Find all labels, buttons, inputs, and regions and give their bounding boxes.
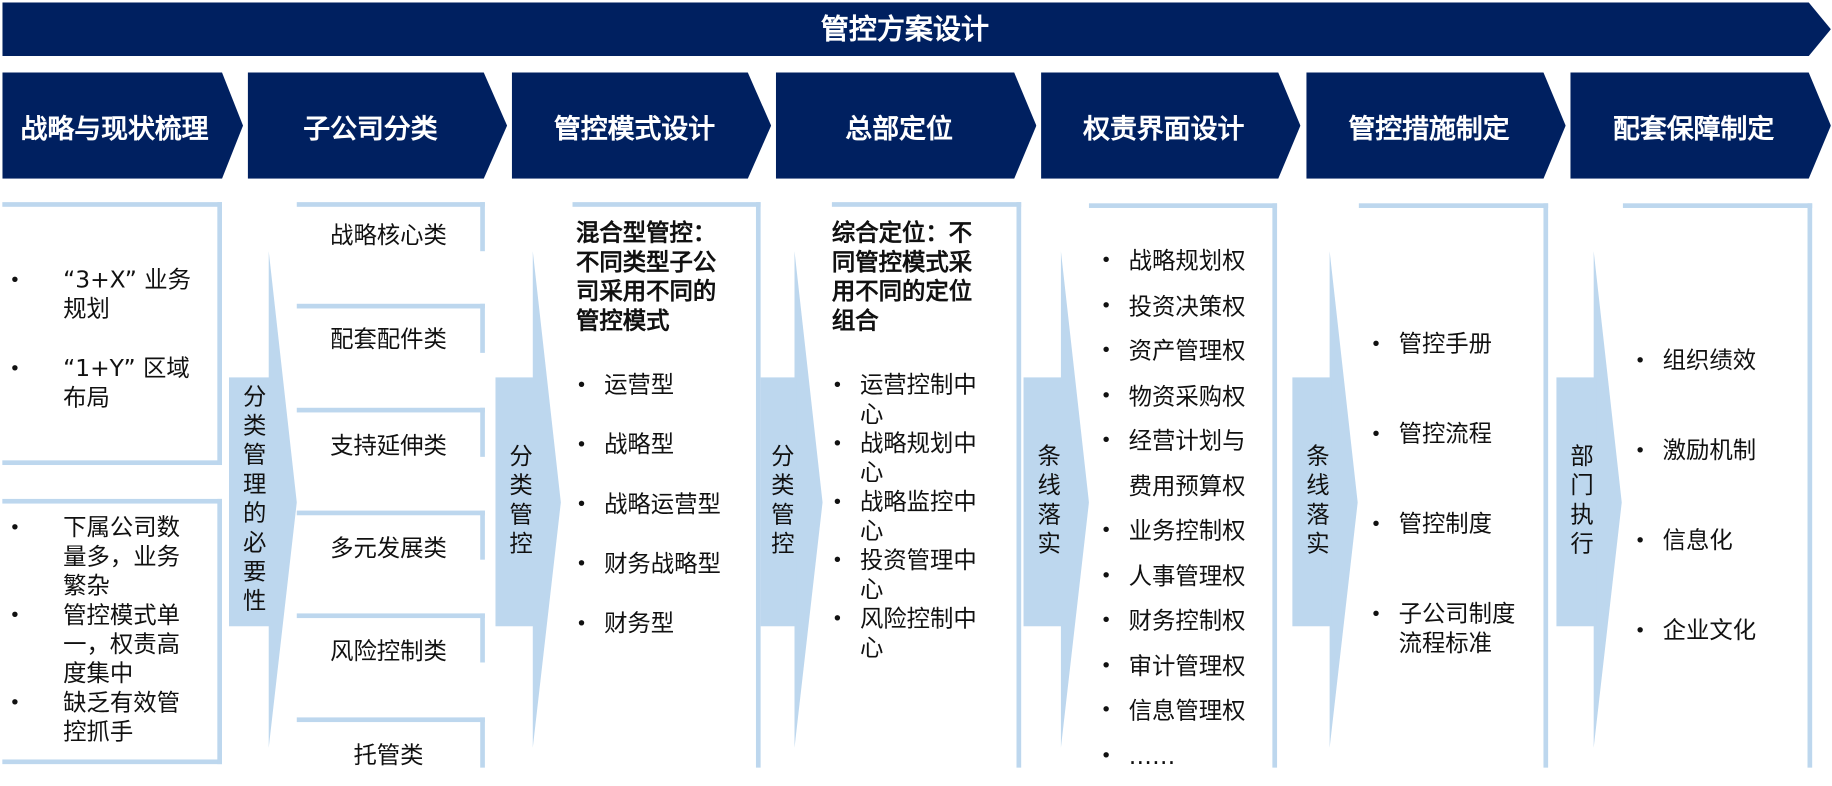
list-item: 投资管理中心 [832,546,986,604]
connector-label: 条线落实 [1037,441,1061,558]
connector-label: 分类管控 [771,441,795,558]
step-label: 管控模式设计 [553,113,716,145]
list-item: 业务控制权 [1101,508,1265,553]
supporting-guarantees-list: 组织绩效 激励机制 信息化 企业文化 [1635,346,1799,645]
list-item: 信息化 [1635,526,1799,555]
step-label: 战略与现状梳理 [20,113,209,145]
list-item: 战略型 [576,430,751,459]
list-item: 管控制度 [1371,509,1535,538]
step-label: 配套保障制定 [1612,113,1775,145]
list-item: 运营型 [576,370,751,399]
supporting-guarantees-box: 组织绩效 激励机制 信息化 企业文化 [1622,203,1813,768]
list-item: …… [1101,733,1265,778]
connector-arrow [757,251,823,748]
authority-list: 战略规划权 投资决策权 资产管理权 物资采购权 经营计划与费用预算权 业务控制权… [1101,238,1265,778]
connector-label: 条线落实 [1306,441,1330,558]
list-item: 战略监控中心 [832,487,986,545]
step-label: 权责界面设计 [1083,113,1245,145]
list-item: 运营控制中心 [832,370,986,428]
strategy-box: “3+X” 业务规划 “1+Y” 区域布局 [2,202,222,466]
category-label: 支持延伸类 [330,431,447,460]
list-item: 物资采购权 [1101,373,1265,418]
category-label: 风险控制类 [330,636,447,665]
step-label: 管控措施制定 [1348,113,1510,145]
step-label: 总部定位 [845,113,953,145]
current-status-box: 下属公司数量多，业务繁杂 管控模式单一，权责高度集中 缺乏有效管控抓手 [2,498,222,765]
category-label: 战略核心类 [330,220,447,249]
list-item: 风险控制中心 [832,604,986,662]
category-box: 风险控制类 [296,613,485,665]
strategy-list: “3+X” 业务规划 “1+Y” 区域布局 [9,265,196,412]
diagram-title: 管控方案设计 [820,12,990,46]
step-subsidiary-classification: 子公司分类 [247,72,508,179]
list-item: 子公司制度流程标准 [1371,599,1535,657]
connector-arrow [1292,251,1358,748]
category-label: 配套配件类 [330,324,447,353]
connector-arrow [229,251,297,748]
list-item: 战略规划权 [1101,238,1265,283]
category-box: 配套配件类 [296,303,485,353]
category-box: 支持延伸类 [296,407,485,460]
category-label: 多元发展类 [330,533,447,563]
hq-positioning-list: 运营控制中心 战略规划中心 战略监控中心 投资管理中心 风险控制中心 [832,370,986,662]
control-measures-box: 管控手册 管控流程 管控制度 子公司制度流程标准 [1358,203,1549,768]
category-label: 托管类 [353,740,424,769]
connector-label: 分类管理的必要性 [243,382,267,615]
list-item: 战略运营型 [576,490,751,519]
category-box: 托管类 [296,717,485,769]
list-item: 信息管理权 [1101,688,1265,733]
connector-arrow [1556,251,1622,748]
control-mode-list: 运营型 战略型 战略运营型 财务战略型 财务型 [576,370,751,638]
list-item: “1+Y” 区域布局 [9,354,196,412]
list-item: 经营计划与费用预算权 [1101,418,1265,508]
list-item: “3+X” 业务规划 [9,265,196,323]
step-control-mode-design: 管控模式设计 [511,72,772,179]
list-item: 财务战略型 [576,549,751,578]
connector-arrow [495,251,561,748]
list-item: 管控手册 [1371,329,1535,358]
list-item: 财务型 [576,609,751,638]
category-box: 战略核心类 [296,202,485,252]
control-mode-box: 混合型管控：不同类型子公司采用不同的管控模式 运营型 战略型 战略运营型 财务战… [572,202,761,768]
step-hq-positioning: 总部定位 [775,72,1037,179]
header-banner: 管控方案设计 [2,2,1831,57]
category-box: 多元发展类 [296,510,485,563]
step-control-measures: 管控措施制定 [1306,72,1566,179]
list-item: 管控模式单一，权责高度集中 [9,601,196,689]
list-item: 组织绩效 [1635,346,1799,375]
step-label: 子公司分类 [303,113,438,145]
list-item: 管控流程 [1371,419,1535,448]
control-mode-heading: 混合型管控：不同类型子公司采用不同的管控模式 [576,218,717,335]
hq-positioning-heading: 综合定位：不同管控模式采用不同的定位组合 [831,218,973,335]
list-item: 企业文化 [1635,616,1799,645]
step-authority-interface-design: 权责界面设计 [1041,72,1301,179]
list-item: 人事管理权 [1101,553,1265,598]
current-status-list: 下属公司数量多，业务繁杂 管控模式单一，权责高度集中 缺乏有效管控抓手 [9,513,196,747]
list-item: 战略规划中心 [832,429,986,487]
list-item: 激励机制 [1635,436,1799,465]
list-item: 审计管理权 [1101,643,1265,688]
authority-box: 战略规划权 投资决策权 资产管理权 物资采购权 经营计划与费用预算权 业务控制权… [1088,203,1278,778]
control-measures-list: 管控手册 管控流程 管控制度 子公司制度流程标准 [1371,329,1535,657]
step-strategy-review: 战略与现状梳理 [2,72,244,179]
connector-label: 分类管控 [509,441,533,558]
list-item: 缺乏有效管控抓手 [9,688,196,746]
connector-arrow [1023,251,1089,748]
list-item: 资产管理权 [1101,328,1265,373]
list-item: 财务控制权 [1101,598,1265,643]
list-item: 下属公司数量多，业务繁杂 [9,513,196,601]
step-supporting-guarantees: 配套保障制定 [1570,72,1831,179]
hq-positioning-box: 综合定位：不同管控模式采用不同的定位组合 运营控制中心 战略规划中心 战略监控中… [831,202,1022,768]
connector-label: 部门执行 [1570,441,1594,558]
list-item: 投资决策权 [1101,283,1265,328]
